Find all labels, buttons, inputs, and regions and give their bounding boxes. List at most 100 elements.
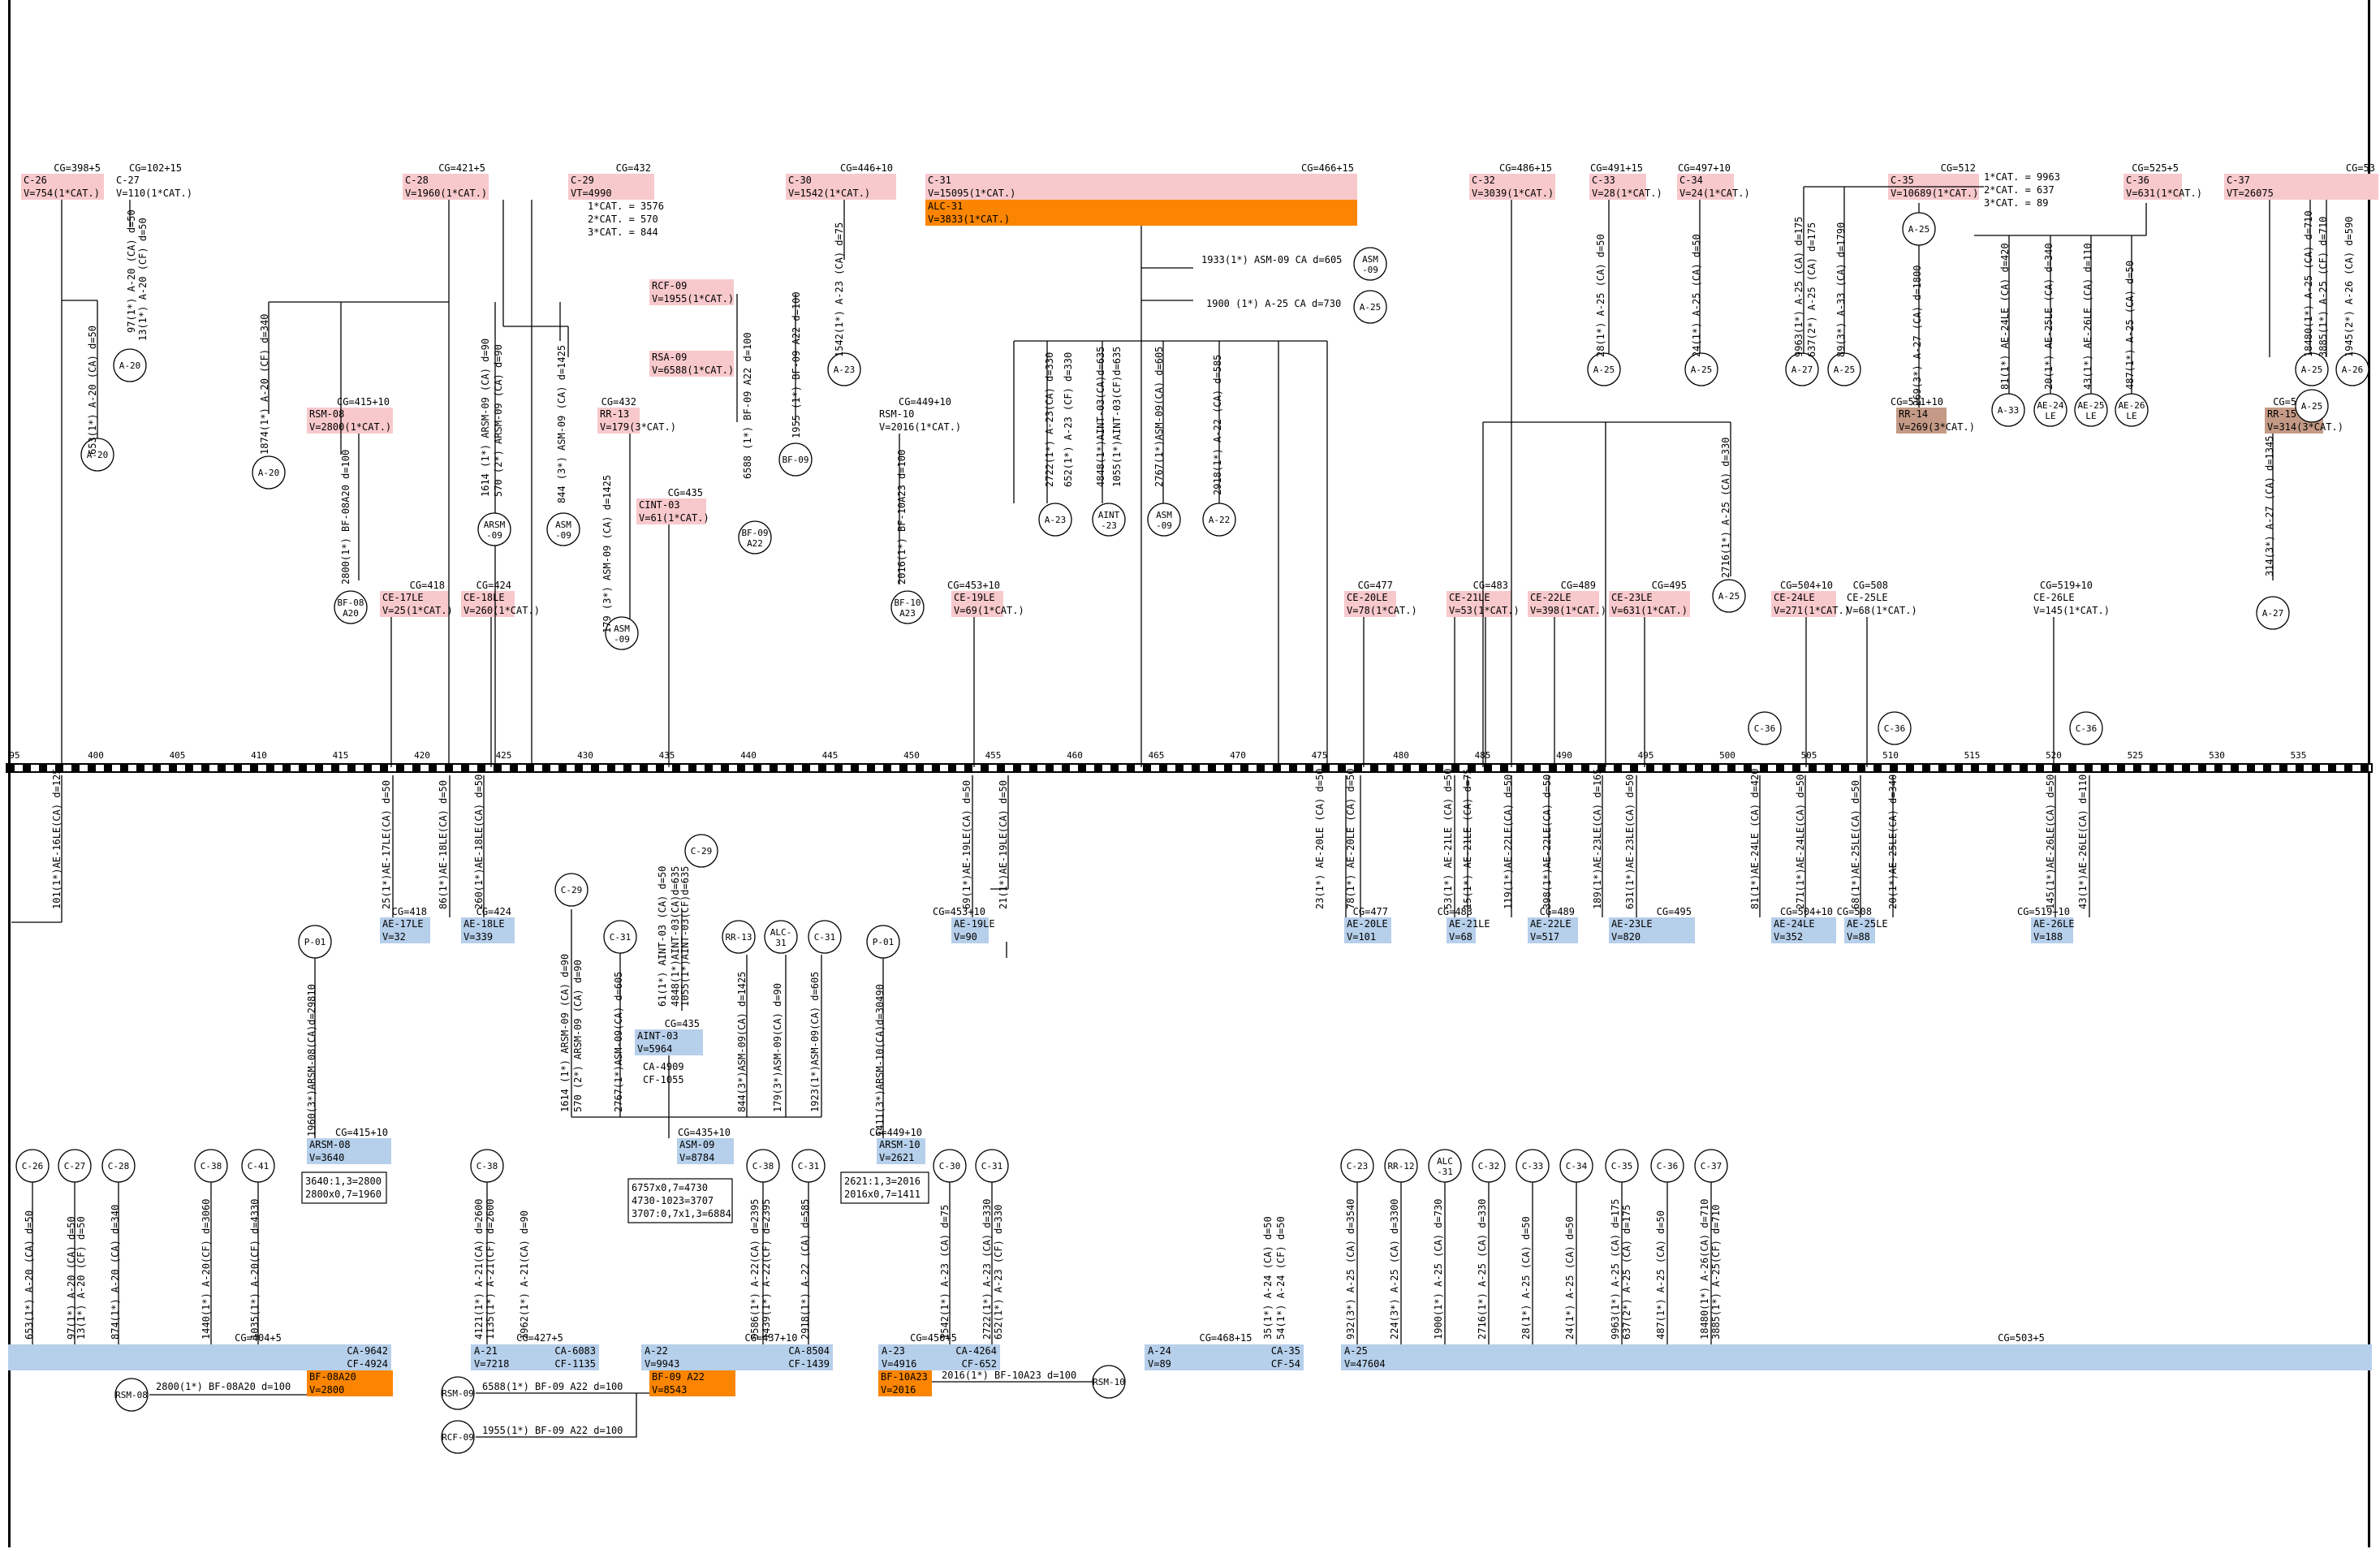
ruler-dash	[477, 764, 485, 772]
top-pipe-label: 2722(1*) A-23(CA) d=330	[1044, 352, 1055, 487]
top-structure-29-id: RR-14	[1899, 408, 1928, 420]
node-label: A-20	[258, 468, 280, 478]
node-label: BF-09	[782, 455, 808, 465]
mid-structure-5-box	[1528, 917, 1578, 943]
top-structure-19-id: CE-17LE	[382, 592, 424, 603]
node-label: ALC	[1437, 1156, 1453, 1167]
station-tick: 415	[333, 750, 349, 761]
top-structure-2-id: C-28	[405, 175, 429, 186]
bottom-band-2	[471, 1344, 599, 1370]
node-label: A-25	[1360, 302, 1382, 313]
ruler-dash	[2101, 764, 2109, 772]
bottom-pipe-label: 652(1*) A-23 (CF) d=330	[993, 1205, 1004, 1340]
top-pipe-label: 28(1*) A-25 (CA) d=50	[1595, 234, 1606, 357]
bottom-pipe-label: 13(1*) A-20 (CF) d=50	[75, 1216, 87, 1340]
top-pipe-label: 844 (3*) ASM-09 (CA) d=1425	[556, 345, 567, 503]
top-node-circle	[1902, 212, 1936, 246]
node-label: A-33	[1998, 405, 2020, 416]
node-label: A-23	[1045, 515, 1067, 525]
top-structure-26-box	[1771, 591, 1836, 617]
node-label: C-36	[1754, 723, 1776, 734]
ruler-dash	[851, 764, 859, 772]
mid-structure-detail: CF-1055	[643, 1074, 684, 1085]
ruler-dash	[1224, 764, 1232, 772]
station-tick: 455	[985, 750, 1002, 761]
mid-pipe-label: 53(1*) AE-21LE (CA) d=50	[1442, 769, 1454, 909]
top-pipe-label: 2016(1*) BF-10A23 d=100	[896, 450, 908, 585]
node-label: C-38	[200, 1161, 222, 1171]
node-label: C-36	[1884, 723, 1906, 734]
top-structure-25-chainage: CG=495	[1652, 580, 1687, 591]
node-label: RCF-09	[442, 1432, 474, 1443]
top-structure-20-chainage: CG=424	[476, 580, 511, 591]
bottom-connector	[476, 1393, 637, 1438]
mid-pipe-label: 21(1*)AE-19LE(CA) d=50	[998, 780, 1009, 909]
mid-pipe-label: 81(1*)AE-24LE (CA) d=420	[1749, 769, 1761, 909]
top-pipe-label: 2800(1*) BF-08A20 d=100	[340, 450, 351, 585]
top-structure-11-box	[2123, 174, 2182, 200]
ruler-dash	[997, 764, 1005, 772]
node-label: LE	[2126, 411, 2136, 421]
mid-pipe-label: 69(1*)AE-19LE(CA) d=50	[961, 780, 972, 909]
ruler-dash	[1175, 764, 1184, 772]
top-structure-12-box	[2224, 174, 2378, 200]
top-structure-17-volume: V=61(1*CAT.)	[639, 512, 709, 524]
mid-pipe-label: 78(1*) AE-20LE (CA) d=50	[1345, 769, 1356, 909]
mid-structure-9-id: AE-26LE	[2033, 918, 2075, 930]
top-pipe-label: 97(1*) A-20 (CA) d=50	[126, 209, 137, 333]
node-label: C-31	[610, 932, 632, 943]
ruler-dash	[1029, 764, 1037, 772]
top-structure-4-id: C-30	[788, 175, 812, 186]
ruler-dash	[136, 764, 144, 772]
top-structure-24-volume: V=398(1*CAT.)	[1530, 605, 1606, 616]
node-label: A22	[747, 538, 763, 549]
ruler-dash	[1533, 764, 1541, 772]
ruler-dash	[981, 764, 989, 772]
mid-pipe-label: 2767(1*)ASM-09(CA) d=605	[613, 972, 624, 1112]
top-structure-8-volume: V=28(1*CAT.)	[1592, 188, 1662, 199]
mid-pipe-label: 179(3*)ASM-09(CA) d=90	[772, 983, 783, 1112]
top-structure-17-chainage: CG=435	[668, 487, 703, 498]
mid-structure-7-chainage: CG=504+10	[1780, 906, 1833, 917]
asm09-calculation-note	[627, 1178, 733, 1223]
ruler-dash	[1500, 764, 1508, 772]
bottom-band-3	[641, 1344, 833, 1370]
top-pipe-label: 13(1*) A-20 (CF) d=50	[137, 218, 149, 341]
top-structure-23-chainage: CG=483	[1473, 580, 1508, 591]
ruler-dash	[429, 764, 437, 772]
top-node-circle	[890, 590, 925, 624]
c29-category-note: 2*CAT. = 570	[588, 214, 658, 225]
ruler-dash	[1938, 764, 1947, 772]
ruler-dash	[461, 764, 469, 772]
node-label: C-37	[1701, 1161, 1722, 1171]
station-tick: 535	[2291, 750, 2307, 761]
top-structure-5-box	[925, 174, 1357, 200]
node-label: -31	[1437, 1167, 1453, 1177]
bottom-band-4	[878, 1344, 1000, 1370]
ruler-dash	[510, 764, 518, 772]
mid-node-circle	[603, 920, 637, 954]
mid-structure-2-chainage: CG=453+10	[933, 906, 985, 917]
mid-node-circle	[684, 834, 718, 868]
ruler-dash	[6, 764, 15, 772]
node-label: A-25	[1718, 591, 1740, 602]
station-tick: 490	[1556, 750, 1572, 761]
top-structure-16-box	[649, 351, 734, 377]
top-structure-20-id: CE-18LE	[463, 592, 505, 603]
band-area-id: A-22	[645, 1345, 668, 1357]
top-structure-4-chainage: CG=446+10	[840, 162, 893, 174]
ruler-dash	[1630, 764, 1638, 772]
mid-structure-3-id: AE-20LE	[1347, 918, 1388, 930]
node-label: A-23	[834, 365, 856, 375]
top-structure-21-volume: V=69(1*CAT.)	[954, 605, 1024, 616]
ruler-dash	[1971, 764, 1979, 772]
ruler-dash	[1078, 764, 1086, 772]
borrow-id: BF-08A20	[309, 1371, 356, 1383]
mid-structure-11-volume: V=3640	[309, 1152, 344, 1163]
top-pipe-label: 1900 (1*) A-25 CA d=730	[1206, 298, 1341, 309]
node-label: -09	[614, 634, 630, 645]
ruler-dash	[1760, 764, 1768, 772]
mid-pipe-label: 1960(3*)ARSM-08(CA)d=29810	[306, 984, 317, 1137]
top-structure-0-chainage: CG=398+5	[54, 162, 101, 174]
top-pipe-label: 314(3*) A-27 (CA) d=1345	[2264, 436, 2275, 576]
